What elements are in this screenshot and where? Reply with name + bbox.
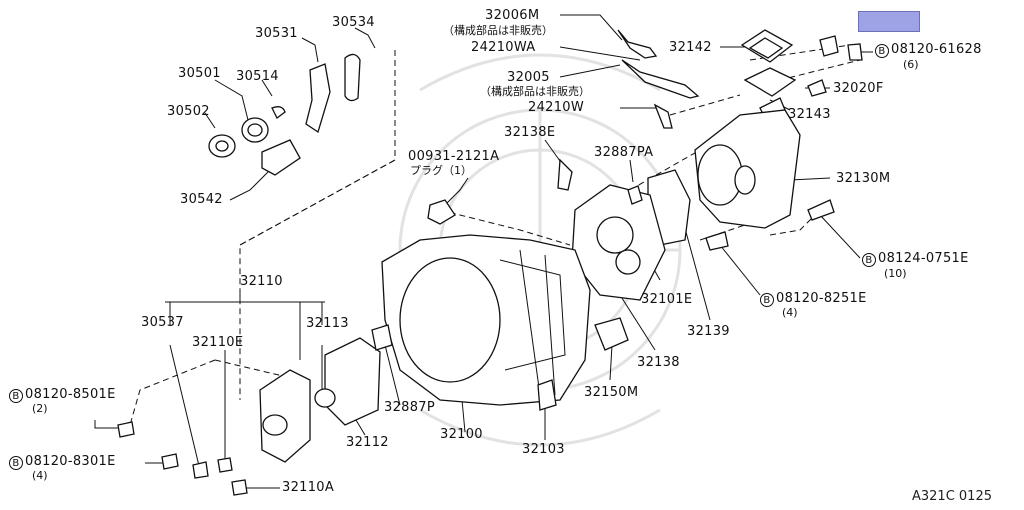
part-label-24210W: 24210W	[528, 100, 585, 115]
part-note-00931-2121A: プラグ（1）	[410, 164, 472, 177]
sensor-group	[617, 29, 700, 129]
bolt-symbol-icon: B	[875, 44, 889, 58]
part-label-30537: 30537	[141, 315, 184, 330]
part-label-32110E: 32110E	[192, 335, 244, 350]
part-note-32006M: （構成部品は非販売）	[443, 24, 553, 37]
part-label-32020F: 32020F	[833, 81, 884, 96]
part-label-32006M: 32006M	[485, 8, 540, 23]
release-parts-group	[208, 53, 361, 176]
part-label-24210WA: 24210WA	[471, 40, 536, 55]
part-label-30531: 30531	[255, 26, 298, 41]
bolt-qty-08120-61628: (6)	[903, 58, 919, 71]
part-label-32110A: 32110A	[282, 480, 335, 495]
extension-housing	[694, 109, 835, 251]
part-label-32143: 32143	[788, 107, 831, 122]
diagram-reference-code: A321C 0125	[912, 489, 992, 504]
part-label-32101E: 32101E	[641, 292, 693, 307]
bolt-qty-08120-8501E: (2)	[32, 402, 48, 415]
part-label-32139: 32139	[687, 324, 730, 339]
bolt-symbol-icon: B	[862, 253, 876, 267]
part-label-32138E: 32138E	[504, 125, 556, 140]
part-label-32130M: 32130M	[836, 171, 891, 186]
front-cover-group	[259, 324, 393, 463]
bolt-symbol-icon: B	[9, 389, 23, 403]
part-label-30542: 30542	[180, 192, 223, 207]
part-label-32113: 32113	[306, 316, 349, 331]
transmission-case	[381, 199, 629, 411]
part-label-32150M: 32150M	[584, 385, 639, 400]
part-label-32887P: 32887P	[384, 400, 435, 415]
bolt-symbol-icon: B	[760, 293, 774, 307]
bolt-qty-08124-0751E: (10)	[884, 267, 907, 280]
part-label-30502: 30502	[167, 104, 210, 119]
part-label-32142: 32142	[669, 40, 712, 55]
highlight-marker	[858, 11, 920, 32]
part-label-30514: 30514	[236, 69, 279, 84]
part-label-32112: 32112	[346, 435, 389, 450]
adapter-plate-group	[557, 158, 691, 301]
part-label-32100: 32100	[440, 427, 483, 442]
part-label-30501: 30501	[178, 66, 221, 81]
part-note-32005: （構成部品は非販売）	[480, 85, 590, 98]
bolt-qty-08120-8251E: (4)	[782, 306, 798, 319]
part-label-32887PA: 32887PA	[594, 145, 654, 160]
part-label-32138: 32138	[637, 355, 680, 370]
bolt-group	[117, 421, 248, 496]
part-label-32005: 32005	[507, 70, 550, 85]
bolt-symbol-icon: B	[9, 456, 23, 470]
bolt-qty-08120-8301E: (4)	[32, 469, 48, 482]
part-label-00931-2121A: 00931-2121A	[408, 149, 500, 164]
part-label-32110: 32110	[240, 274, 283, 289]
part-label-32103: 32103	[522, 442, 565, 457]
part-label-30534: 30534	[332, 15, 375, 30]
